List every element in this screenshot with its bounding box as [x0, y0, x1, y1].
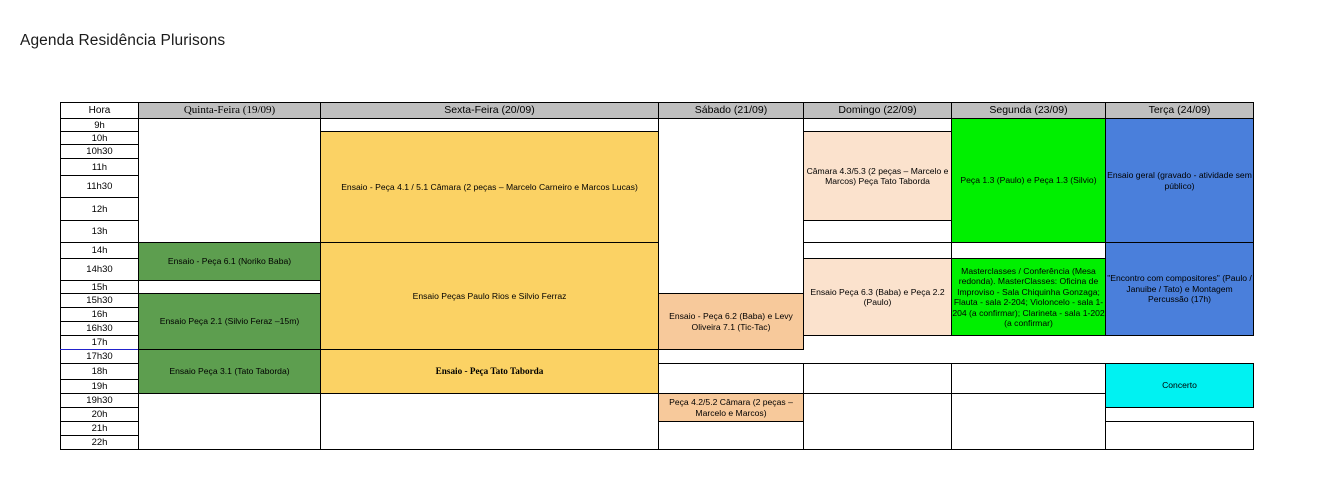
empty-cell-sabado-21h[interactable] [658, 421, 804, 450]
table-row: 15h [60, 280, 1254, 294]
empty-cell-domingo-9h[interactable] [803, 118, 952, 132]
empty-cell-sexta-9h[interactable] [320, 118, 659, 132]
column-header-segunda: Segunda (23/09) [951, 102, 1106, 119]
column-header-quinta: Quinta-Feira (19/09) [138, 102, 321, 119]
hour-label: 12h [60, 197, 139, 221]
event-terca-2[interactable]: "Encontro com compositores" (Paulo / Jan… [1105, 242, 1254, 336]
empty-cell-quinta-morning[interactable] [138, 118, 321, 243]
table-row: 17h [60, 335, 1254, 350]
empty-cell-sexta-evening[interactable] [320, 393, 659, 450]
empty-cell-sabado-morning[interactable] [658, 118, 804, 294]
column-header-terca: Terça (24/09) [1105, 102, 1254, 119]
hour-label: 20h [60, 407, 139, 422]
column-header-domingo: Domingo (22/09) [803, 102, 952, 119]
table-row: 17h30 Ensaio Peça 3.1 (Tato Taborda) Ens… [60, 349, 1254, 394]
table-row: 19h30 Peça 4.2/5.2 Câmara (2 peças – Mar… [60, 393, 1254, 450]
empty-cell-segunda-14h[interactable] [951, 242, 1106, 259]
hour-label: 17h30 [60, 349, 139, 364]
event-sexta-1[interactable]: Ensaio - Peça 4.1 / 5.1 Câmara (2 peças … [320, 131, 659, 243]
agenda-table-wrapper: Hora Quinta-Feira (19/09) Sexta-Feira (2… [60, 102, 1254, 450]
event-terca-3[interactable]: Concerto [1105, 363, 1254, 408]
hour-label: 19h30 [60, 393, 139, 408]
empty-cell-domingo-18h[interactable] [803, 363, 952, 394]
empty-cell-domingo-13h[interactable] [803, 220, 952, 243]
hour-label: 18h [60, 363, 139, 380]
event-sabado-2[interactable]: Peça 4.2/5.2 Câmara (2 peças – Marcelo e… [658, 393, 804, 422]
empty-cell-segunda-18h[interactable] [951, 363, 1106, 394]
table-row: 15h30 Ensaio Peça 2.1 (Silvio Feraz –15m… [60, 293, 1254, 350]
hour-label: 10h30 [60, 144, 139, 159]
hour-label: 14h [60, 242, 139, 259]
event-quinta-2[interactable]: Ensaio Peça 2.1 (Silvio Feraz –15m) [138, 293, 321, 350]
table-row: 12h [60, 197, 1254, 221]
column-header-hora: Hora [60, 102, 139, 119]
event-segunda-1[interactable]: Peça 1.3 (Paulo) e Peça 1.3 (Silvio) [951, 118, 1106, 243]
hour-label: 16h [60, 307, 139, 322]
hour-label: 21h [60, 421, 139, 436]
empty-cell-sabado-18h[interactable] [658, 363, 804, 394]
event-quinta-1[interactable]: Ensaio - Peça 6.1 (Noriko Baba) [138, 242, 321, 281]
hour-label: 10h [60, 131, 139, 145]
table-row: 14h Ensaio - Peça 6.1 (Noriko Baba) Ensa… [60, 242, 1254, 350]
hour-label: 11h [60, 158, 139, 176]
table-row: 18h Concerto [60, 363, 1254, 408]
hour-label: 16h30 [60, 321, 139, 336]
empty-cell-quinta-evening[interactable] [138, 393, 321, 450]
empty-cell-domingo-evening[interactable] [803, 393, 952, 450]
hour-label: 15h [60, 280, 139, 294]
column-header-sexta: Sexta-Feira (20/09) [320, 102, 659, 119]
table-row: 21h [60, 421, 1254, 450]
column-header-sabado: Sábado (21/09) [658, 102, 804, 119]
empty-cell-quinta-15h[interactable] [138, 280, 321, 294]
hour-label: 17h [60, 335, 139, 350]
empty-cell-terca-21h[interactable] [1105, 421, 1254, 450]
event-terca-1[interactable]: Ensaio geral (gravado - atividade sem pú… [1105, 118, 1254, 243]
table-header-row: Hora Quinta-Feira (19/09) Sexta-Feira (2… [60, 102, 1254, 119]
hour-label: 9h [60, 118, 139, 132]
empty-cell-domingo-14h[interactable] [803, 242, 952, 259]
hour-label: 19h [60, 379, 139, 394]
table-row: 14h30 Ensaio Peça 6.3 (Baba) e Peça 2.2 … [60, 258, 1254, 336]
event-domingo-1[interactable]: Câmara 4.3/5.3 (2 peças – Marcelo e Marc… [803, 131, 952, 221]
table-row: 10h Ensaio - Peça 4.1 / 5.1 Câmara (2 pe… [60, 131, 1254, 243]
table-row: 22h [60, 435, 1254, 450]
hour-label: 14h30 [60, 258, 139, 281]
table-row: 16h [60, 307, 1254, 322]
table-row: 11h30 [60, 175, 1254, 198]
hour-label: 11h30 [60, 175, 139, 198]
hour-label: 15h30 [60, 293, 139, 308]
event-sexta-2[interactable]: Ensaio Peças Paulo Rios e Silvio Ferraz [320, 242, 659, 350]
agenda-table: Hora Quinta-Feira (19/09) Sexta-Feira (2… [60, 102, 1254, 450]
table-row: 11h [60, 158, 1254, 176]
page-title: Agenda Residência Plurisons [20, 32, 226, 49]
event-domingo-2[interactable]: Ensaio Peça 6.3 (Baba) e Peça 2.2 (Paulo… [803, 258, 952, 336]
event-sexta-3[interactable]: Ensaio - Peça Tato Taborda [320, 349, 659, 394]
event-sabado-1[interactable]: Ensaio - Peça 6.2 (Baba) e Levy Oliveira… [658, 293, 804, 350]
empty-cell-segunda-evening[interactable] [951, 393, 1106, 450]
hour-label: 22h [60, 435, 139, 450]
event-segunda-2[interactable]: Masterclasses / Conferência (Mesa redond… [951, 258, 1106, 336]
event-quinta-3[interactable]: Ensaio Peça 3.1 (Tato Taborda) [138, 349, 321, 394]
table-row: 9h Peça 1.3 (Paulo) e Peça 1.3 (Silvio) … [60, 118, 1254, 294]
hour-label: 13h [60, 220, 139, 243]
